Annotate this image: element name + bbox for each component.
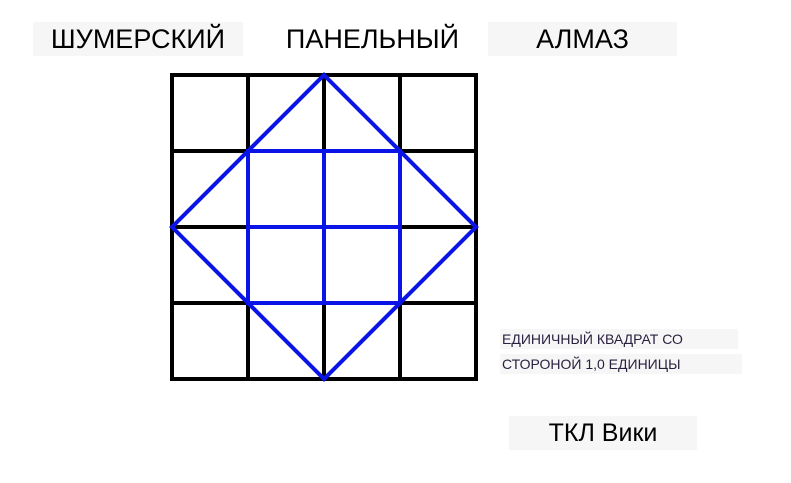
- unit-square-note-line1: ЕДИНИЧНЫЙ КВАДРАТ СО: [500, 329, 738, 349]
- diamond-shape: [169, 72, 479, 382]
- title-word-panel: ПАНЕЛЬНЫЙ: [285, 23, 460, 54]
- title-word-diamond: АЛМАЗ: [488, 22, 677, 56]
- author-signature: ТКЛ Вики: [509, 416, 697, 450]
- title-word-sumerian: ШУМЕРСКИЙ: [33, 22, 243, 56]
- unit-square-note-line2: СТОРОНОЙ 1,0 ЕДИНИЦЫ: [500, 354, 742, 374]
